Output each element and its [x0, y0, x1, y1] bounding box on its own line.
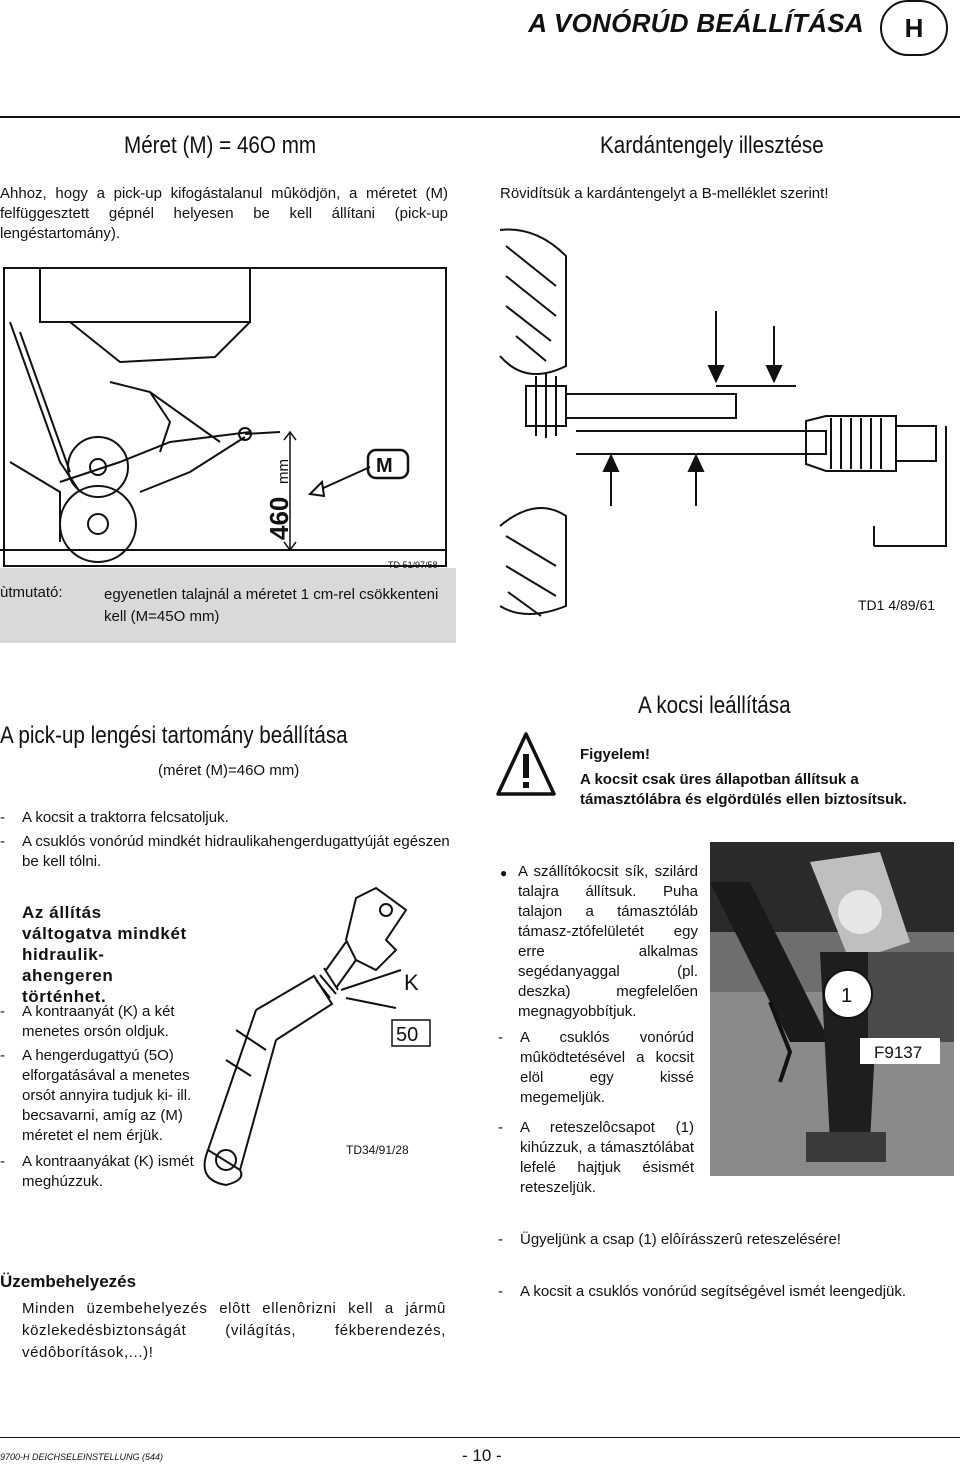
- list-item: -A hengerdugattyú (5O) elforgatásával a …: [0, 1047, 192, 1144]
- pickup-figure-code: TD 51/97/58: [388, 560, 438, 570]
- list-item: -A kontraanyákat (K) ismét meghúzzuk.: [0, 1153, 194, 1190]
- list-item: -A reteszelôcsapot (1) kihúzzuk, a támas…: [498, 1119, 694, 1196]
- footer-divider: [0, 1437, 960, 1438]
- section-title-kardan: Kardántengely illesztése: [600, 132, 824, 159]
- pto-shaft-drawing: TD1 4/89/61: [499, 228, 947, 617]
- list-item: -A kocsit a traktorra felcsatoljuk.: [0, 809, 229, 826]
- bullet-text: A szállítókocsit sík, szilárd talajra ál…: [518, 863, 698, 1020]
- pin-number-label: 1: [841, 985, 852, 1007]
- section-title-meret: Méret (M) = 46O mm: [124, 132, 317, 159]
- warning-icon: [496, 732, 556, 796]
- header-divider: [0, 116, 960, 118]
- footer-doc-code: 9700-H DEICHSELEINSTELLUNG (544): [0, 1452, 164, 1462]
- meret-paragraph: Ahhoz, hogy a pick-up kifogástalanul mûk…: [0, 185, 448, 242]
- pickup-drawing: 460 mm M TD 51/97/58: [0, 267, 447, 570]
- list-item: -A csuklós vonórúd mûködtetésével a kocs…: [498, 1029, 694, 1106]
- dimension-460-label: 460: [264, 497, 294, 540]
- language-badge: H: [880, 0, 948, 56]
- bold-note: Az állítás váltogatva mindkét hidraulik-…: [22, 903, 187, 1006]
- note-text: egyenetlen talajnál a méretet 1 cm-rel c…: [104, 586, 439, 625]
- cylinder-drawing: K 50 TD34/91/28: [203, 886, 431, 1187]
- section-title-kocsi: A kocsi leállítása: [638, 692, 791, 719]
- fifty-label: 50: [396, 1024, 418, 1046]
- dimension-m-label: M: [376, 455, 393, 477]
- cylinder-figure-code: TD34/91/28: [346, 1143, 409, 1157]
- warning-text: A kocsit csak üres állapotban állítsuk a…: [580, 771, 907, 808]
- note-box: [0, 568, 456, 643]
- bullet-icon: ●: [500, 866, 508, 880]
- photo-code: F9137: [874, 1043, 922, 1062]
- section-title-uzembe: Üzembehelyezés: [0, 1272, 137, 1291]
- uzembe-text: Minden üzembehelyezés elôtt ellenôrizni …: [22, 1300, 446, 1361]
- list-item: -A kontraanyát (K) a két menetes orsón o…: [0, 1003, 175, 1040]
- k-label: K: [404, 970, 419, 995]
- list-item: -A csuklós vonórúd mindkét hidraulikahen…: [0, 833, 450, 870]
- dimension-mm-label: mm: [275, 459, 292, 484]
- page-title: A VONÓRÚD BEÁLLÍTÁSA: [528, 8, 864, 38]
- support-leg-photo: 1 F9137: [710, 842, 954, 1176]
- list-item: -Ügyeljünk a csap (1) elôírásszerû retes…: [498, 1231, 841, 1248]
- section-title-pickup: A pick-up lengési tartomány beállítása: [0, 722, 348, 749]
- page-number: - 10 -: [462, 1446, 502, 1465]
- list-item: -A kocsit a csuklós vonórúd segítségével…: [498, 1283, 907, 1300]
- pickup-subtitle: (méret (M)=46O mm): [158, 762, 300, 779]
- note-label: ùtmutató:: [0, 584, 63, 601]
- kardan-paragraph: Rövidítsük a kardántengelyt a B-mellékle…: [500, 185, 829, 202]
- warning-heading: Figyelem!: [580, 746, 651, 763]
- pto-figure-code: TD1 4/89/61: [858, 597, 935, 613]
